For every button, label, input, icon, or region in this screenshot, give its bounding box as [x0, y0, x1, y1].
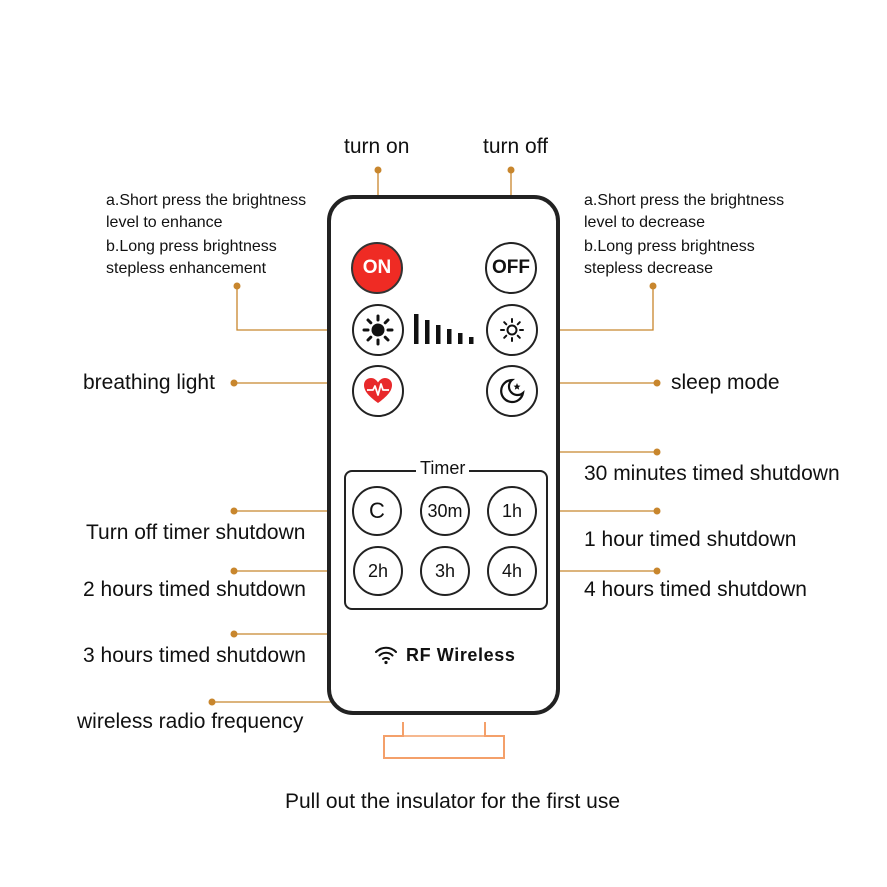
- brightness-down-desc-b: b.Long press brightness: [584, 238, 755, 255]
- timer-3h-label: 3 hours timed shutdown: [83, 644, 306, 667]
- timer-2h-button[interactable]: 2h: [353, 546, 403, 596]
- timer-1h-button[interactable]: 1h: [487, 486, 537, 536]
- sleep-mode-label: sleep mode: [671, 371, 780, 394]
- brightness-down-desc-a: a.Short press the brightness: [584, 192, 785, 209]
- off-button[interactable]: OFF: [485, 242, 537, 294]
- turn-on-label: turn on: [344, 135, 410, 158]
- timer-off-label: Turn off timer shutdown: [86, 521, 306, 544]
- brightness-up-button[interactable]: [352, 304, 404, 356]
- timer-3h-button[interactable]: 3h: [420, 546, 470, 596]
- breathing-light-button[interactable]: [352, 365, 404, 417]
- sun-small-icon: [500, 318, 524, 342]
- brightness-up-desc-b: b.Long press brightness: [106, 238, 277, 255]
- wireless-label: wireless radio frequency: [77, 710, 304, 733]
- sun-large-icon: [362, 314, 394, 346]
- on-button[interactable]: ON: [351, 242, 403, 294]
- insulator-tab[interactable]: [381, 722, 507, 760]
- heart-pulse-icon: [364, 378, 392, 403]
- brightness-up-desc-a2: level to enhance: [106, 214, 223, 231]
- brightness-level-bars-icon: [414, 314, 474, 344]
- insulator-note: Pull out the insulator for the first use: [285, 790, 621, 813]
- timer-2h-label: 2 hours timed shutdown: [83, 578, 306, 601]
- turn-off-label: turn off: [483, 135, 548, 158]
- timer-1h-label: 1 hour timed shutdown: [584, 528, 797, 551]
- timer-title: Timer: [416, 458, 470, 479]
- rf-wireless-label: RF Wireless: [406, 645, 516, 665]
- brightness-up-desc-b2: stepless enhancement: [106, 260, 267, 277]
- brightness-down-desc-b2: stepless decrease: [584, 260, 713, 277]
- brightness-up-desc-a: a.Short press the brightness: [106, 192, 307, 209]
- timer-4h-button[interactable]: 4h: [487, 546, 537, 596]
- timer-4h-label: 4 hours timed shutdown: [584, 578, 807, 601]
- timer-cancel-button[interactable]: C: [352, 486, 402, 536]
- wifi-icon: [375, 646, 397, 665]
- timer-30m-label: 30 minutes timed shutdown: [584, 462, 840, 485]
- breathing-light-label: breathing light: [83, 371, 215, 394]
- timer-30m-button[interactable]: 30m: [420, 486, 470, 536]
- brightness-down-desc-a2: level to decrease: [584, 214, 705, 231]
- brightness-down-button[interactable]: [486, 304, 538, 356]
- sleep-mode-button[interactable]: [486, 365, 538, 417]
- moon-star-icon: [500, 378, 525, 404]
